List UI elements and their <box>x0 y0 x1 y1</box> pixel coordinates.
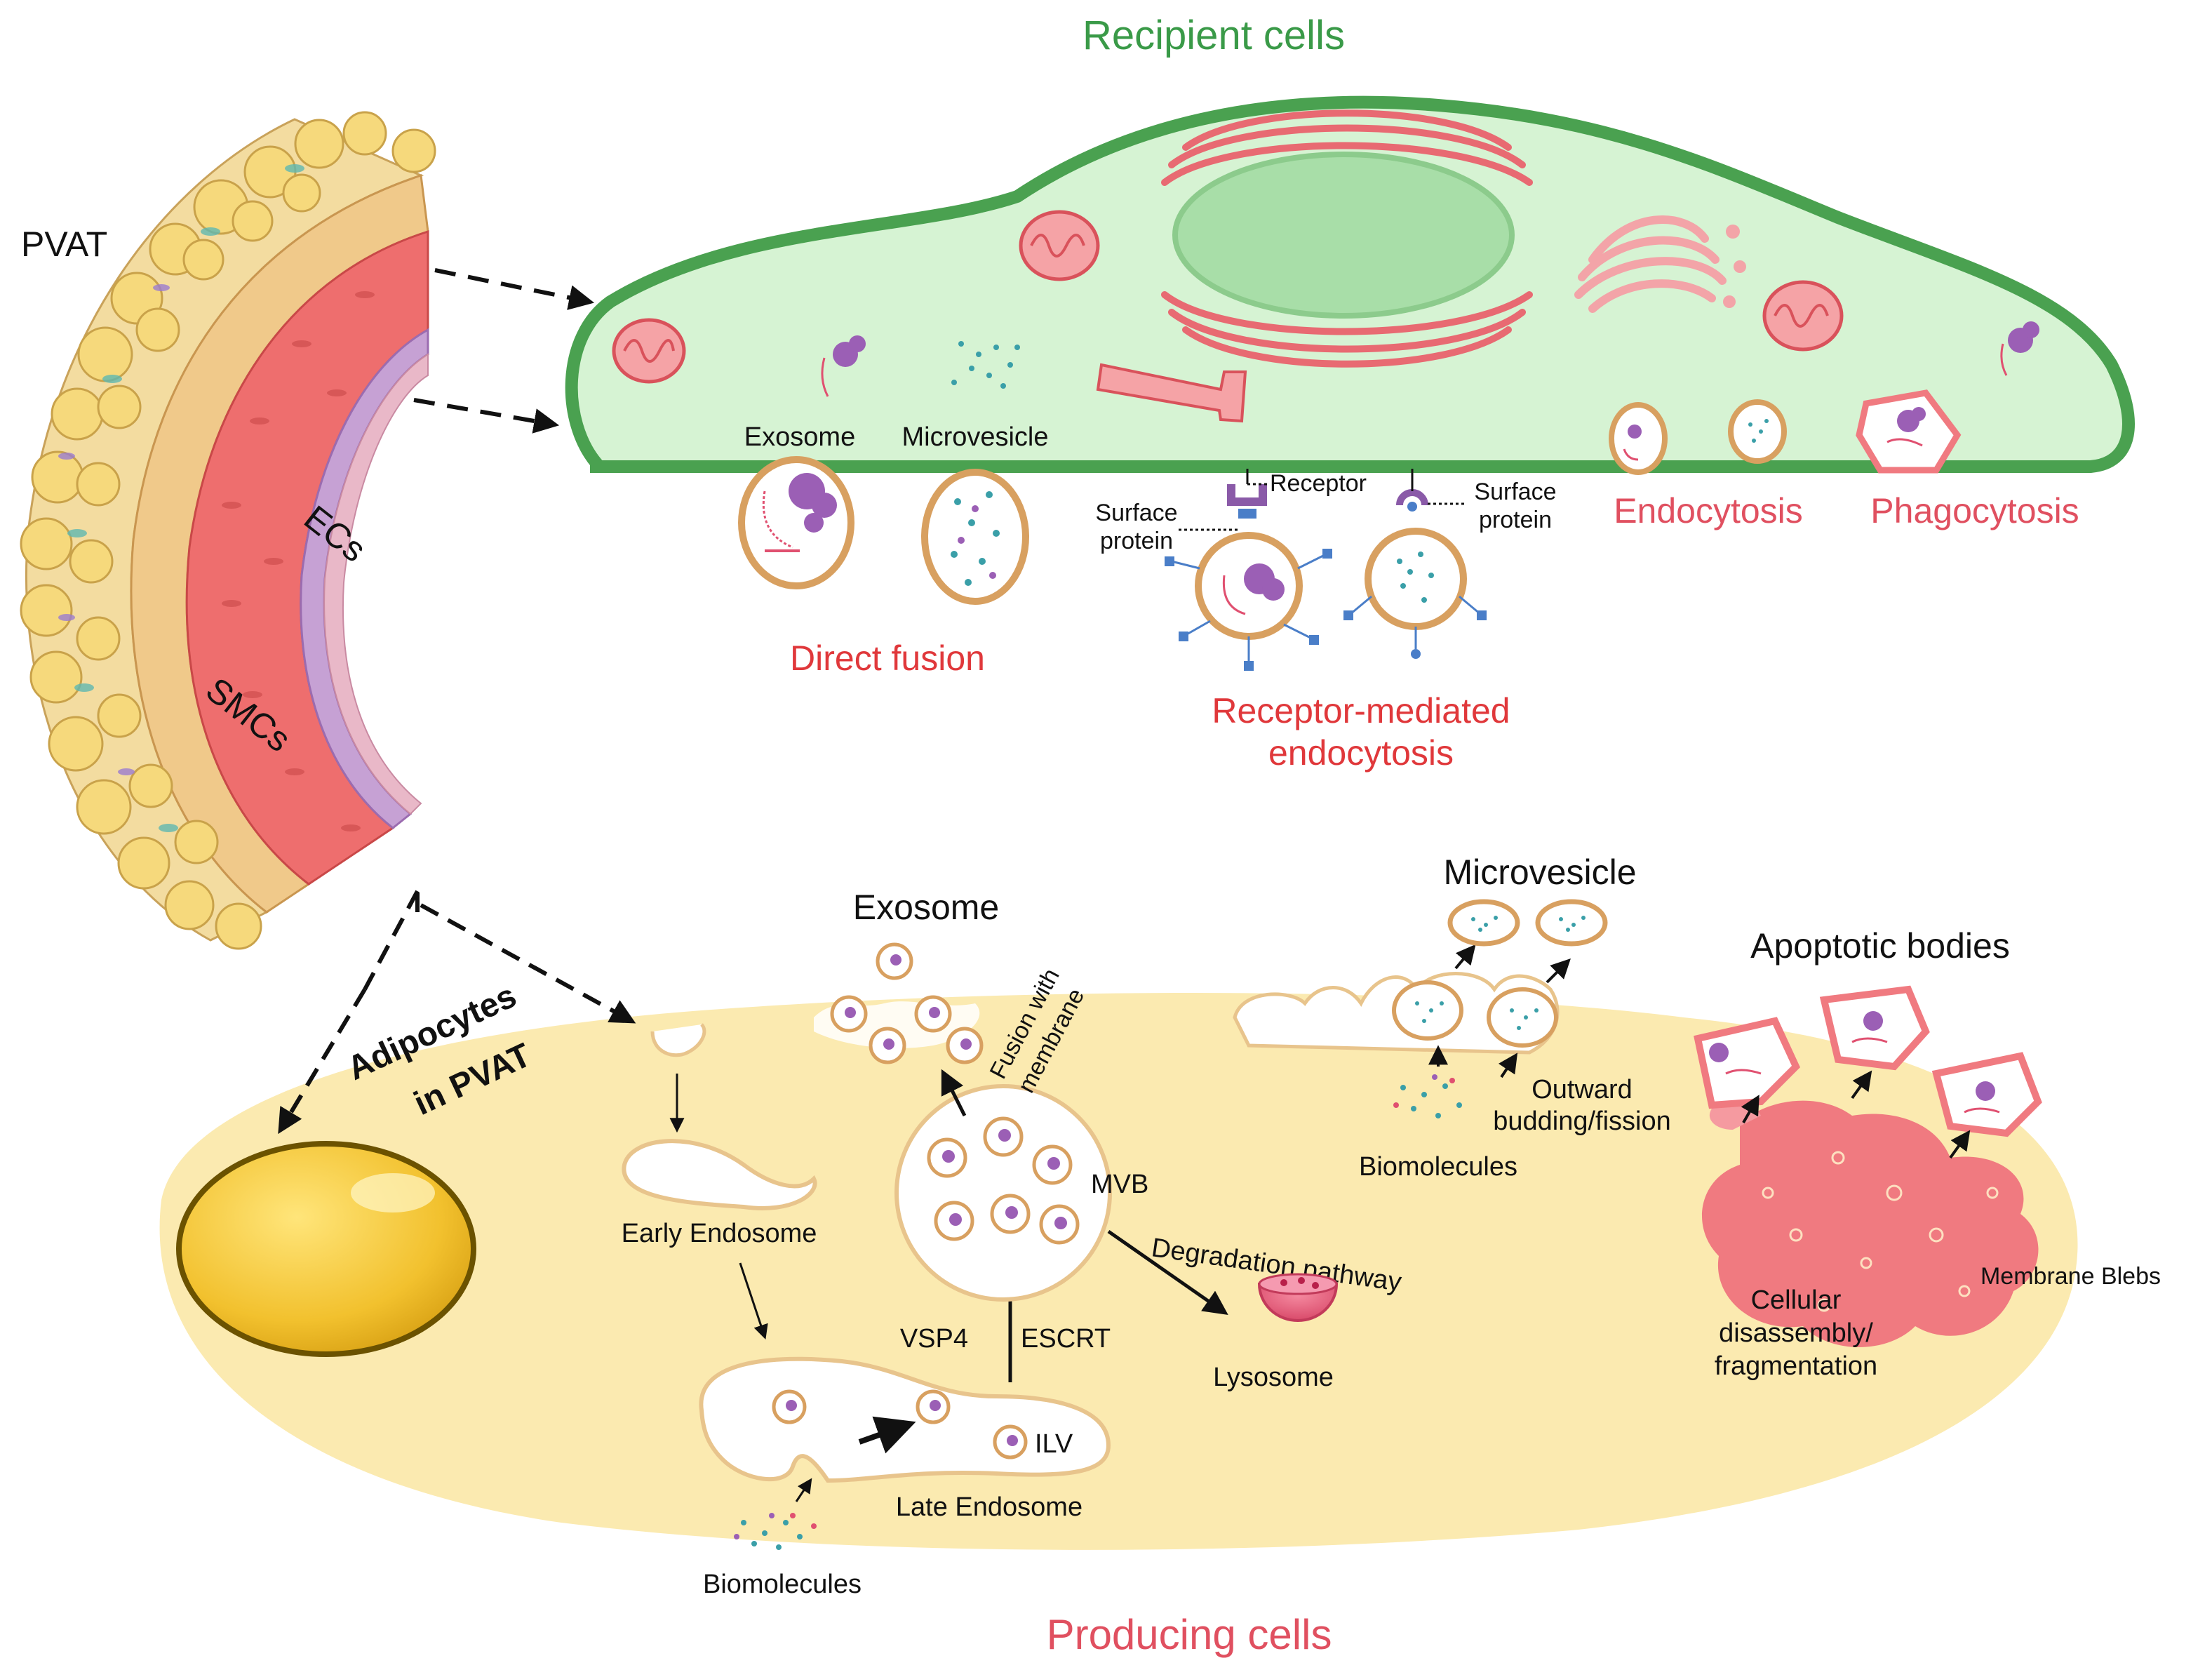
direct-fusion-label: Direct fusion <box>790 639 985 678</box>
disassembly-label-3: fragmentation <box>1715 1351 1877 1381</box>
receptor-bound-microvesicle <box>1343 528 1487 659</box>
cargo-icon <box>2000 321 2039 376</box>
mitochondrion-icon <box>1019 210 1100 281</box>
producing-cell: Adipocytes in PVAT Early Endosome ILV La… <box>159 853 2161 1658</box>
apoptotic-body <box>1931 1052 2042 1137</box>
vsp4-label: VSP4 <box>900 1324 968 1354</box>
early-endosome-label: Early Endosome <box>622 1219 817 1248</box>
ilv-icon <box>772 1389 807 1424</box>
phagocytosis-body <box>1856 389 1962 474</box>
late-endosome-label: Late Endosome <box>896 1492 1082 1522</box>
vessel-to-recipient-arrows <box>413 268 595 434</box>
golgi-icon <box>1574 215 1727 313</box>
mitochondrion-icon <box>1762 280 1844 352</box>
fragmenting-cell <box>1702 1100 2039 1347</box>
surface-protein-right-label-2: protein <box>1479 507 1552 533</box>
surface-protein-left-label-1: Surface <box>1095 500 1177 526</box>
membrane-blebs-label: Membrane Blebs <box>1980 1263 2161 1290</box>
surface-protein-left-label-2: protein <box>1100 528 1173 554</box>
receptor-bound-exosome <box>1165 532 1332 671</box>
ilv-label: ILV <box>1035 1429 1073 1459</box>
apoptotic-body <box>1819 985 1930 1071</box>
receptor-icon <box>1396 489 1428 512</box>
rme-label-1: Receptor-mediated <box>1212 691 1510 730</box>
budding-microvesicle <box>1392 980 1463 1041</box>
phagocytosis-label: Phagocytosis <box>1870 491 2079 530</box>
recipient-cell: Recipient cells <box>565 13 2135 475</box>
ilv-icon <box>993 1424 1028 1459</box>
endocytosis-vesicle <box>1609 402 1668 475</box>
exosome-title: Exosome <box>853 888 999 927</box>
endocytosis-vesicle <box>1728 399 1787 464</box>
biomolecules-icon <box>951 341 1020 389</box>
released-exosomes <box>830 942 984 1064</box>
microvesicle-title: Microvesicle <box>1443 853 1636 892</box>
exosome-label: Exosome <box>744 422 855 452</box>
exosome-vesicle <box>738 456 854 589</box>
biomolecules-icon <box>1393 1074 1462 1118</box>
disassembly-label-2: disassembly/ <box>1719 1318 1873 1348</box>
early-endosome-icon <box>622 1139 817 1210</box>
mvb-icon <box>894 1084 1112 1302</box>
uptake-mechanisms: Exosome Microvesicle Direct fusion Recep… <box>738 422 2079 773</box>
mvb-label: MVB <box>1091 1170 1148 1199</box>
outward-label-1: Outward <box>1531 1075 1633 1104</box>
biomolecules-icon <box>734 1513 817 1550</box>
apoptotic-body <box>1694 1017 1801 1109</box>
producing-title: Producing cells <box>1047 1611 1332 1658</box>
apoptotic-title: Apoptotic bodies <box>1750 926 2010 966</box>
biomolecules-bottom-label: Biomolecules <box>703 1570 862 1599</box>
vessel-cross-section: PVAT ECs SMCs <box>20 111 436 950</box>
released-microvesicle <box>1535 899 1608 947</box>
released-microvesicle <box>1447 899 1520 947</box>
disassembly-label-1: Cellular <box>1751 1285 1842 1315</box>
receptor-icon <box>1227 484 1267 519</box>
budding-microvesicle <box>1487 987 1558 1048</box>
lipid-droplet-icon <box>176 1141 476 1357</box>
rme-label-2: endocytosis <box>1268 733 1454 773</box>
microvesicle-label: Microvesicle <box>901 422 1048 452</box>
escrt-label: ESCRT <box>1021 1324 1111 1354</box>
outward-label-2: budding/fission <box>1493 1107 1671 1136</box>
lysosome-label: Lysosome <box>1213 1363 1334 1392</box>
pvat-label: PVAT <box>21 225 107 264</box>
mitochondrion-icon <box>612 318 686 384</box>
surface-protein-right-label-1: Surface <box>1474 479 1556 505</box>
microvesicle-vesicle <box>921 469 1029 605</box>
recipient-title: Recipient cells <box>1082 13 1345 58</box>
receptor-label: Receptor <box>1270 470 1367 497</box>
biomolecules-mid-label: Biomolecules <box>1359 1152 1517 1182</box>
lysosome-icon <box>1257 1273 1339 1322</box>
organelle-icon <box>1096 363 1247 423</box>
ilv-icon <box>916 1389 951 1424</box>
endocytosis-label: Endocytosis <box>1614 491 1803 530</box>
cargo-icon <box>821 335 866 397</box>
